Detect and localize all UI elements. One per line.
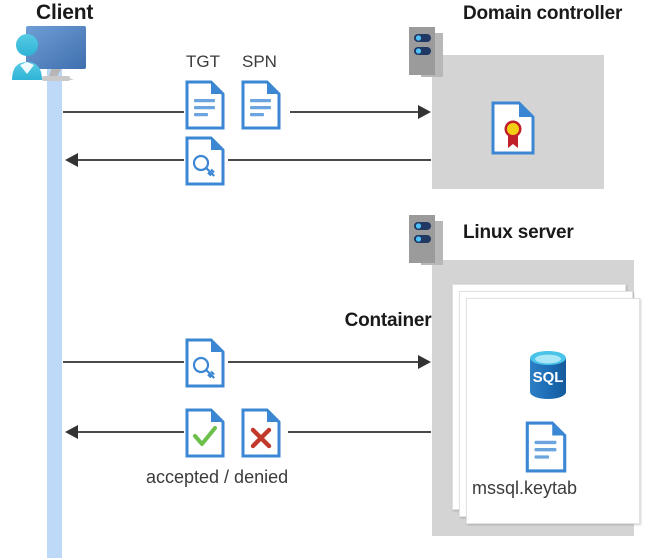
text-document-icon-spn [241, 80, 281, 130]
container-title-text: Container [344, 310, 432, 331]
cross-document-icon-denied [241, 408, 281, 458]
flow-return-ticket [65, 153, 431, 167]
server-rack-icon-domain-controller [409, 27, 443, 77]
certificate-document-icon [491, 101, 535, 155]
sql-label: SQL [533, 369, 564, 386]
check-document-icon-accepted [185, 408, 225, 458]
sql-database-icon: SQL [530, 351, 566, 399]
container-card-front [466, 298, 640, 524]
text-document-icon-keytab [525, 421, 567, 473]
flow-auth-result [65, 425, 431, 439]
flow-request-tgt-spn [63, 105, 431, 119]
label-tgt: TGT [186, 52, 220, 71]
label-spn: SPN [242, 52, 277, 71]
flow-present-ticket [63, 355, 431, 369]
page-title-domain-controller: Domain controller [463, 3, 623, 24]
client-lifeline [47, 60, 62, 558]
page-title-linux-server: Linux server [463, 222, 574, 243]
key-document-icon-ticket-returned [185, 136, 225, 186]
text-document-icon-tgt [185, 80, 225, 130]
label-accepted-denied: accepted / denied [146, 467, 289, 487]
key-document-icon-ticket-presented [185, 338, 225, 388]
page-title-client: Client [36, 1, 94, 24]
client-workstation-user-icon [12, 26, 86, 81]
server-rack-icon-linux-server [409, 215, 443, 265]
page-title-container: Container [0, 310, 660, 332]
label-mssql-keytab: mssql.keytab [472, 478, 578, 498]
